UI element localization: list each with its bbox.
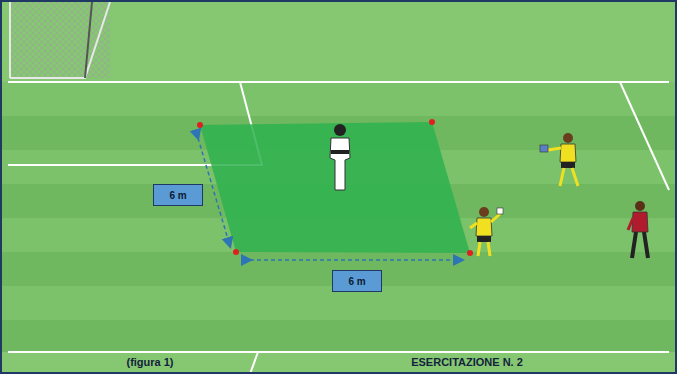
dimension-box: 6 m <box>153 184 203 206</box>
dimension-label: 6 m <box>169 190 186 201</box>
caption-label: (figura 1) <box>126 356 173 368</box>
dimension-box: 6 m <box>332 270 382 292</box>
dimension-label: 6 m <box>348 276 365 287</box>
caption-label: ESERCITAZIONE N. 2 <box>411 356 523 368</box>
